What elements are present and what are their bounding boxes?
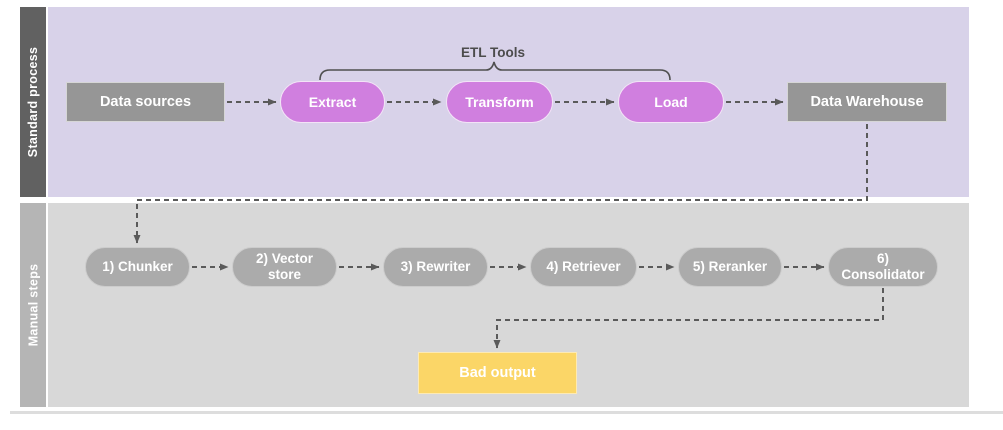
lane-bar-standard-process: Standard process: [20, 7, 46, 197]
node-bad-output: Bad output: [418, 352, 577, 394]
node-reranker: 5) Reranker: [678, 247, 782, 287]
node-data-warehouse: Data Warehouse: [787, 82, 947, 122]
etl-tools-label: ETL Tools: [461, 45, 525, 60]
page-divider: [10, 411, 1003, 414]
node-consolidator: 6) Consolidator: [828, 247, 938, 287]
node-chunker: 1) Chunker: [85, 247, 190, 287]
lane-label-manual-steps: Manual steps: [26, 263, 41, 347]
node-vector-store: 2) Vector store: [232, 247, 337, 287]
node-retriever: 4) Retriever: [530, 247, 637, 287]
lane-label-standard-process: Standard process: [26, 46, 41, 158]
node-extract: Extract: [280, 81, 385, 123]
node-load: Load: [618, 81, 724, 123]
lane-bar-manual-steps: Manual steps: [20, 203, 46, 407]
node-data-sources: Data sources: [66, 82, 225, 122]
node-rewriter: 3) Rewriter: [383, 247, 488, 287]
node-transform: Transform: [446, 81, 553, 123]
